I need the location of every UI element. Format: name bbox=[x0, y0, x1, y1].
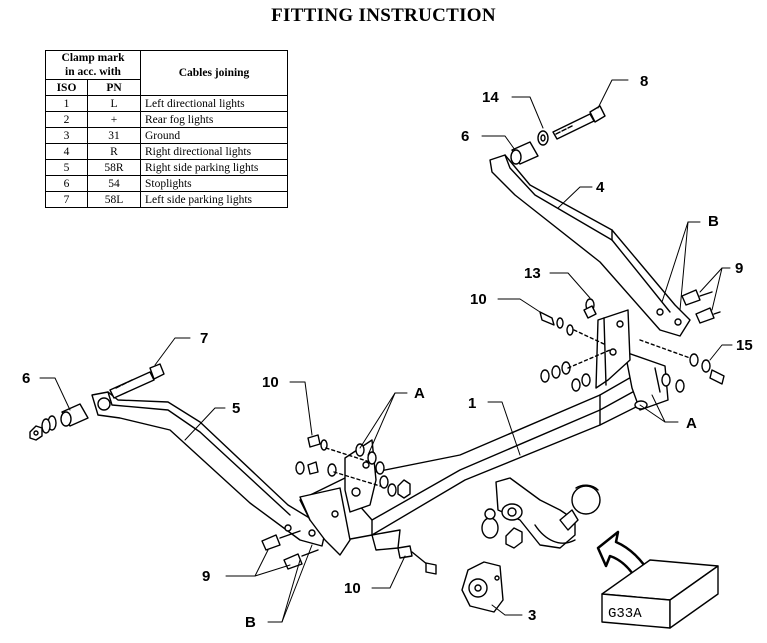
spacer-tube-top bbox=[510, 141, 539, 165]
label-14: 14 bbox=[482, 89, 499, 106]
pn-cell: 58R bbox=[87, 159, 141, 176]
label-4: 4 bbox=[596, 179, 605, 196]
left-bolts-cluster bbox=[295, 434, 411, 499]
label-6-left: 6 bbox=[22, 370, 30, 387]
desc-cell: Right side parking lights bbox=[140, 159, 288, 176]
bolt-top bbox=[552, 105, 606, 140]
product-box: G33A bbox=[601, 559, 719, 629]
label-6-top: 6 bbox=[461, 128, 469, 145]
spacer-tube-left bbox=[60, 403, 89, 427]
leader-lines bbox=[39, 79, 733, 623]
right-bracket-arm bbox=[489, 154, 691, 337]
label-a-left: A bbox=[414, 385, 425, 402]
desc-cell: Left side parking lights bbox=[140, 191, 288, 208]
tow-ball-assembly bbox=[481, 477, 601, 549]
washer-top bbox=[537, 130, 549, 146]
label-13: 13 bbox=[524, 265, 541, 282]
label-a-right: A bbox=[686, 415, 697, 432]
label-10-top: 10 bbox=[470, 291, 487, 308]
label-b-bottom: B bbox=[245, 614, 256, 631]
label-5: 5 bbox=[232, 400, 240, 417]
header-clamp-line2: in acc. with bbox=[65, 66, 121, 78]
label-7: 7 bbox=[200, 330, 208, 347]
bolt-left bbox=[109, 363, 165, 399]
label-10-bottom: 10 bbox=[344, 580, 361, 597]
box-code-label: G33A bbox=[608, 606, 642, 622]
label-8: 8 bbox=[640, 73, 648, 90]
right-mounting-plate bbox=[595, 309, 631, 389]
clamp-table: Clamp mark in acc. with Cables joining I… bbox=[45, 50, 288, 208]
header-clamp-mark: Clamp mark in acc. with bbox=[45, 50, 141, 80]
label-9-top: 9 bbox=[735, 260, 743, 277]
part-labels: 8 14 6 4 B 9 13 10 15 7 6 5 10 A 1 A 9 1… bbox=[22, 73, 753, 631]
bottom-bolt-10 bbox=[397, 545, 437, 575]
label-10-left: 10 bbox=[262, 374, 279, 391]
main-crossbar bbox=[299, 351, 669, 556]
header-clamp-line1: Clamp mark bbox=[61, 52, 125, 64]
label-1: 1 bbox=[468, 395, 476, 412]
header-pn: PN bbox=[87, 79, 141, 96]
table-row: 2+Rear fog lights bbox=[45, 111, 288, 128]
label-3: 3 bbox=[528, 607, 536, 624]
right-bolts-cluster bbox=[539, 289, 725, 393]
left-nut-washers bbox=[29, 415, 57, 441]
label-9-bottom: 9 bbox=[202, 568, 210, 585]
label-15: 15 bbox=[736, 337, 753, 354]
socket-plate bbox=[461, 561, 504, 613]
label-b-top: B bbox=[708, 213, 719, 230]
page-title: FITTING INSTRUCTION bbox=[271, 5, 496, 26]
